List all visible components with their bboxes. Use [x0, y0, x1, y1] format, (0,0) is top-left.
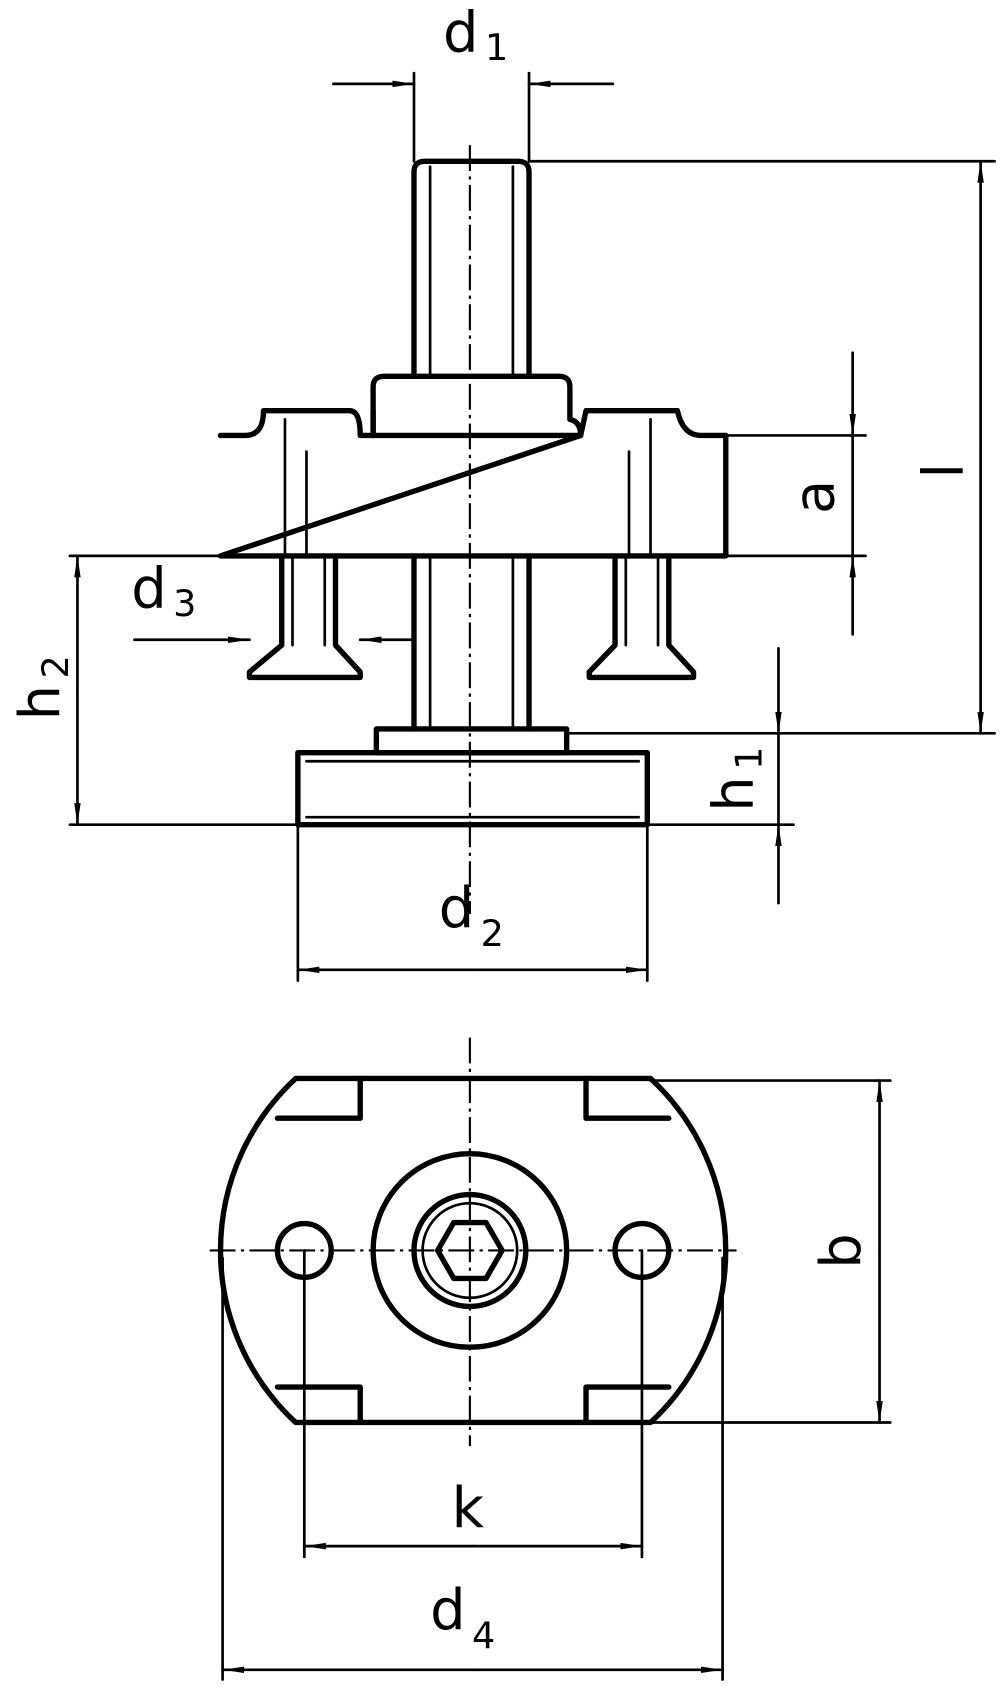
- slots: [274, 1075, 672, 1426]
- hex-socket-icon: [434, 1219, 505, 1282]
- collar-circle: [370, 1151, 570, 1350]
- screw-left: [246, 553, 363, 681]
- svg-text:k: k: [452, 1476, 485, 1541]
- svg-text:d4: d4: [430, 1578, 495, 1657]
- threaded-shaft: [411, 158, 532, 380]
- svg-text:l: l: [911, 463, 976, 479]
- base-pad: [295, 749, 650, 828]
- svg-text:d2: d2: [439, 876, 504, 955]
- dimension-b: b: [649, 1079, 892, 1424]
- svg-text:d3: d3: [131, 556, 196, 625]
- dimension-h1: h1: [645, 647, 795, 905]
- dimension-k: k: [302, 1249, 644, 1559]
- svg-text:b: b: [809, 1233, 874, 1268]
- svg-text:a: a: [782, 480, 847, 514]
- dimension-h2: h2: [8, 554, 300, 827]
- lower-collar: [373, 726, 570, 756]
- collar: [370, 373, 584, 439]
- svg-text:h1: h1: [702, 747, 771, 812]
- clamp-body: [217, 408, 729, 559]
- dimension-a: a: [724, 351, 867, 636]
- dimension-l: l: [527, 159, 996, 735]
- screw-right: [586, 553, 697, 681]
- svg-text:h2: h2: [8, 655, 77, 720]
- svg-text:d1: d1: [443, 1, 508, 70]
